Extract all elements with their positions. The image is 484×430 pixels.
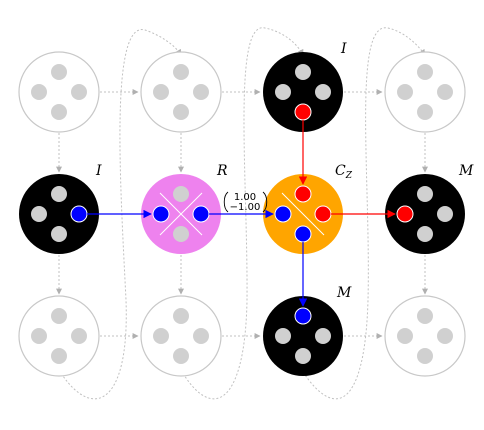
active-edges [87,120,396,307]
node-bottom-midleft [140,295,222,377]
label-top-identity: I [340,41,347,57]
label-bottom-measure: M [336,285,352,301]
node-top-identity [263,52,343,132]
label-cz-sub: Z [345,171,353,181]
matrix-bottom-value: −1.00 [230,202,261,213]
node-right-measure [385,174,465,254]
node-cz [263,174,343,254]
label-cz-main: C [335,163,346,179]
matrix-top-value: 1.00 [234,192,256,203]
node-bottom-measure [263,296,343,376]
label-cz: CZ [335,163,353,181]
inactive-edges [56,27,428,400]
node-top-left [18,51,100,133]
label-r: R [216,163,228,179]
node-bottom-left [18,295,100,377]
node-left-identity [19,174,99,254]
node-top-midleft [140,51,222,133]
label-right-measure: M [458,163,474,179]
node-bottom-right [384,295,466,377]
label-left-identity: I [95,163,102,179]
node-top-right [384,51,466,133]
matrix-annotation: 1.00 −1.00 [223,191,268,213]
node-r [141,174,221,254]
